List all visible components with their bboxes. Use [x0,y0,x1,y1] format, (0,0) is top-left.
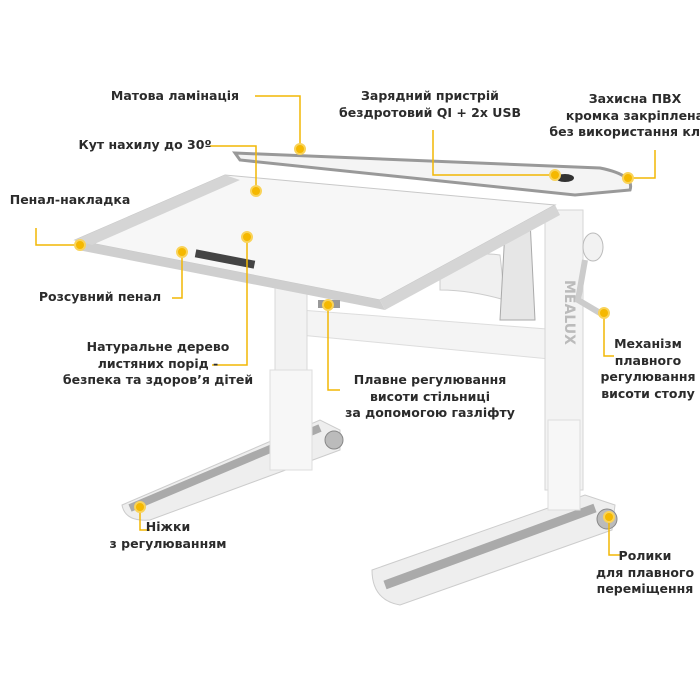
leader-lines [35,95,656,556]
dot-matte-icon [294,143,306,155]
callout-charger: Зарядний пристрій бездротовий QI + 2x US… [339,88,521,121]
dot-pencil-case-icon [74,239,86,251]
dot-charger-icon [549,169,561,181]
callout-text: Механізм [614,336,682,351]
callout-pencil-case: Пенал-накладка [10,192,131,209]
callout-gaslift: Плавне регулювання висоти стільниці за д… [345,372,515,422]
callout-mechanism: Механізм плавного регулювання висоти сто… [600,336,695,402]
callout-text: безпека та здоров’я дітей [62,372,254,387]
callout-wood: Натуральне дерево листяних порід - безпе… [63,339,253,389]
left-column-lower [269,369,313,471]
callout-text: Зарядний пристрій [361,88,499,103]
dot-edge-icon [622,172,634,184]
right-foot-trim [383,503,597,590]
callout-legs: Ніжки з регулюванням [110,519,227,552]
callout-dots [74,143,634,523]
callout-text: Розсувний пенал [38,289,162,304]
desktop-left-rail [75,175,240,245]
callout-text: без використання клею [549,124,700,139]
callout-text: за допомогою газліфту [345,405,515,420]
crank-handle [574,259,602,316]
callout-text: з регулюванням [109,535,227,551]
callout-text: переміщення [596,581,694,596]
callout-matte: Матова ламінація [111,88,239,105]
callout-text: Матова ламінація [110,88,240,103]
brand-mark: MEALUX [561,280,577,345]
callout-text: Захисна ПВХ [588,91,682,106]
dot-wood-icon [241,231,253,243]
callout-text: регулювання [600,369,696,384]
right-column-lower [547,419,581,511]
callout-text: Ролики [618,548,672,563]
dot-legs-icon [134,501,146,513]
crank-knob [582,232,604,262]
callout-tilt: Кут нахилу до 30º [79,137,212,154]
desktop-front-rail [75,240,385,310]
callout-text: Кут нахилу до 30º [78,137,212,152]
callout-text: Натуральне дерево [86,339,230,354]
callout-text: для плавного [595,564,695,580]
callout-text: Пенал-накладка [9,192,131,207]
callout-text: листяних порід - [97,355,219,371]
callout-text: Ніжки [145,519,191,534]
dot-tilt-icon [250,185,262,197]
callout-text: бездротовий QI + 2x USB [339,104,521,120]
callout-sliding-case: Розсувний пенал [39,289,161,306]
callout-text: кромка закріплена [565,107,700,123]
callout-text: Плавне регулювання [353,372,507,387]
desktop-right-rail [380,205,560,310]
dot-gaslift-icon [322,299,334,311]
left-wheel [324,430,344,450]
callout-text: висоти столу [601,385,695,401]
callout-text: висоти стільниці [370,388,490,404]
callout-text: плавного [614,352,682,368]
dot-mechanism-icon [598,307,610,319]
dot-wheels-icon [603,511,615,523]
callout-edge: Захисна ПВХ кромка закріплена без викори… [549,91,700,141]
dot-sliding-case-icon [176,246,188,258]
callout-wheels: Ролики для плавного переміщення [596,548,694,598]
sliding-tray [194,249,256,269]
